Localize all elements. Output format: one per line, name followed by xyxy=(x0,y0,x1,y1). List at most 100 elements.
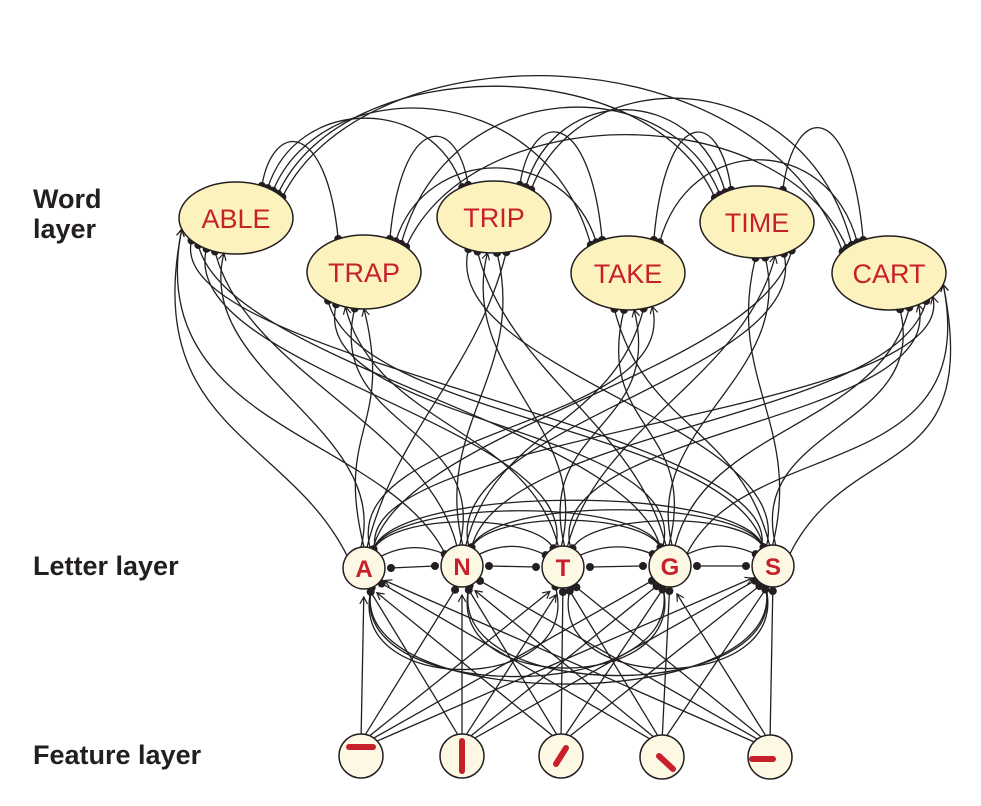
excitatory-arrowhead xyxy=(375,591,385,601)
letter-node-label: T xyxy=(556,555,571,582)
feature-node-circle xyxy=(338,733,384,779)
word-node-label: ABLE xyxy=(201,204,270,234)
feature-node-1 xyxy=(338,733,384,779)
letter-word-connection xyxy=(374,296,935,551)
letter-word-connection xyxy=(482,252,567,547)
word-word-inhibition xyxy=(272,107,592,246)
letter-word-connection xyxy=(466,253,787,547)
inhibitory-terminal xyxy=(742,562,750,570)
letter-letter-inhibition xyxy=(580,546,653,556)
letter-word-connection xyxy=(204,248,558,548)
word-word-inhibition xyxy=(519,131,603,241)
word-word-inhibition xyxy=(395,167,597,243)
letter-word-connection xyxy=(613,308,771,546)
inhibitory-terminal xyxy=(366,587,375,596)
feature-letter-connection xyxy=(381,582,650,740)
inhibitory-terminal xyxy=(558,588,567,596)
word-node-ellipse xyxy=(699,185,815,259)
letter-word-connection xyxy=(197,244,661,548)
feature-node-3 xyxy=(538,733,584,779)
letter-letter-inhibition xyxy=(372,521,555,550)
letter-word-connection xyxy=(366,252,507,548)
excitatory-arrowhead xyxy=(548,593,557,603)
word-word-inhibition xyxy=(389,135,469,240)
letter-layer-label: Letter layer xyxy=(33,551,179,581)
letter-word-connection xyxy=(214,251,458,546)
letter-letter-inhibition-lower xyxy=(369,585,768,685)
feature-letter-connection xyxy=(468,589,558,735)
letter-word-connection xyxy=(618,309,675,546)
letter-node-circle xyxy=(751,544,795,588)
letter-node-circle xyxy=(648,544,692,588)
feature-letter-connection xyxy=(565,589,664,735)
word-node-label: TAKE xyxy=(594,259,663,289)
letter-word-connection xyxy=(190,240,763,549)
letter-word-connection xyxy=(333,304,666,547)
feature-letter-connection xyxy=(569,590,659,736)
word-node-ellipse xyxy=(178,181,294,255)
word-node-trip: TRIP xyxy=(436,180,552,254)
letter-word-connection xyxy=(327,300,765,548)
feature-node-2 xyxy=(439,733,485,779)
letter-node-label: A xyxy=(355,556,372,583)
feature-letter-connection xyxy=(384,579,755,743)
feature-letter-connection xyxy=(474,580,756,739)
word-layer-label: Word layer xyxy=(33,184,102,244)
letter-word-connection xyxy=(367,306,655,549)
letter-word-connection xyxy=(344,306,560,547)
letter-node-circle xyxy=(342,546,386,590)
inhibitory-terminal xyxy=(565,586,574,595)
feature-letter-connection xyxy=(474,590,654,738)
letter-word-connection xyxy=(566,255,776,547)
word-node-time: TIME xyxy=(699,185,815,259)
letter-letter-inhibition xyxy=(589,565,644,568)
letter-letter-inhibition xyxy=(381,546,445,557)
feature-node-5 xyxy=(747,734,793,780)
letter-word-connection xyxy=(354,308,374,548)
feature-letter-connection xyxy=(376,592,553,737)
inhibitory-terminal xyxy=(693,562,701,570)
letter-node-label: G xyxy=(661,554,680,581)
word-node-label: CART xyxy=(852,259,925,289)
feature-letter-connection xyxy=(465,594,557,735)
feature-layer-label: Feature layer xyxy=(33,740,202,770)
feature-letter-connection xyxy=(370,591,459,735)
letter-word-connection xyxy=(350,308,464,546)
letter-word-connection xyxy=(456,252,504,546)
excitatory-arrowhead xyxy=(457,593,467,603)
feature-letter-connection xyxy=(360,596,365,735)
word-node-take: TAKE xyxy=(570,235,686,311)
letter-letter-inhibition xyxy=(372,499,765,550)
feature-letter-connection xyxy=(470,585,657,737)
letter-word-connection xyxy=(667,257,770,546)
letter-letter-inhibition xyxy=(571,520,765,549)
feature-stroke-diagonal-right-icon xyxy=(553,745,569,767)
word-word-inhibition xyxy=(261,140,339,240)
letter-letter-inhibition xyxy=(390,565,436,569)
letter-node-circle xyxy=(440,544,484,588)
feature-letter-connection xyxy=(575,586,762,738)
word-node-ellipse xyxy=(306,234,422,310)
letter-node-t: T xyxy=(541,545,585,589)
feature-letter-connection xyxy=(560,591,564,735)
word-word-inhibition xyxy=(277,85,716,198)
letter-letter-inhibition xyxy=(470,519,662,548)
feature-letter-connection xyxy=(769,590,774,736)
outer-letter-word-connection xyxy=(174,228,348,556)
letter-word-connection xyxy=(771,309,904,546)
connections xyxy=(174,75,952,743)
letter-word-connection xyxy=(747,257,781,546)
inhibitory-terminal xyxy=(658,585,667,594)
word-word-inhibition xyxy=(281,75,844,252)
word-word-inhibition xyxy=(405,134,848,249)
feature-letter-connection xyxy=(666,589,766,736)
letter-word-connection xyxy=(466,249,770,547)
letter-letter-inhibition xyxy=(470,509,765,548)
word-node-label: TRAP xyxy=(328,258,400,288)
inhibitory-terminal xyxy=(464,585,473,594)
word-node-able: ABLE xyxy=(178,181,294,255)
inhibitory-terminal xyxy=(485,562,493,570)
word-node-trap: TRAP xyxy=(306,234,422,310)
word-word-inhibition xyxy=(659,159,858,243)
